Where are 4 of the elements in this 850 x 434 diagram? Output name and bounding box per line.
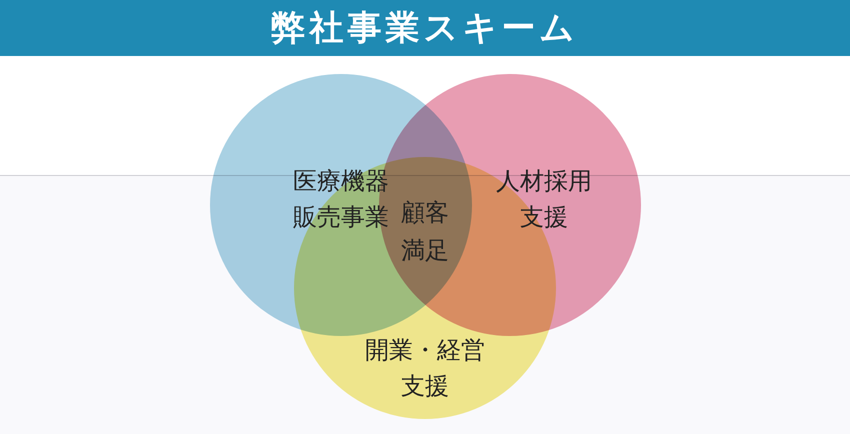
circle-label: 人材採用支援: [495, 166, 593, 233]
title: 弊社事業スキーム: [271, 6, 579, 50]
circle-label: 開業・経営支援: [364, 335, 486, 402]
center-label: 顧客満足: [400, 198, 450, 267]
